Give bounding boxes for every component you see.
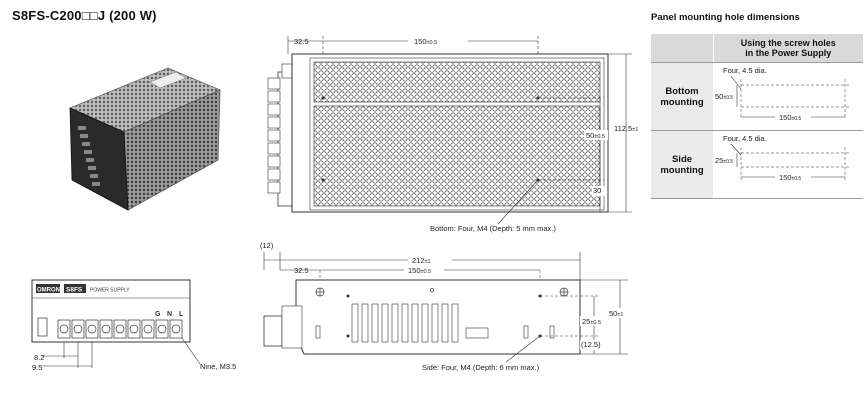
- side-view-note: Side: Four, M4 (Depth: 6 mm max.): [422, 363, 540, 372]
- top-dim-bottom: 30: [593, 186, 601, 195]
- front-view-drawing: OMRON S8FS POWER SUPPLY G N L 8.2 9.5 Ni…: [31, 279, 236, 372]
- side-dim-h: 150±0.5: [779, 173, 801, 182]
- top-view-drawing: 32.5 150±0.5 112.5±1 50±0.5 30 Bottom: F…: [267, 34, 638, 233]
- top-dim-height: 112.5±1: [614, 124, 638, 133]
- front-label: POWER SUPPLY: [90, 288, 130, 294]
- top-dim-left: 32.5: [294, 37, 309, 46]
- bottom-mount-diagram: Four, 4.5 dia. 50±0.5 150±0.5: [715, 66, 851, 122]
- side-hole-note: Four, 4.5 dia.: [723, 134, 767, 143]
- side-mount-diagram: Four, 4.5 dia. 25±0.5 150±0.5: [715, 134, 851, 182]
- svg-text:G: G: [155, 311, 161, 318]
- side-dim-height: 50±1: [609, 309, 623, 318]
- side-dim-left: 32.5: [294, 266, 309, 275]
- product-photo: [68, 67, 222, 211]
- panel-title: Panel mounting hole dimensions: [651, 12, 800, 23]
- brand-logo: OMRON: [37, 288, 60, 294]
- top-dim-width: 150±0.5: [414, 37, 437, 46]
- side-dim-v: 25±0.5: [715, 156, 733, 165]
- top-view-note: Bottom: Four, M4 (Depth: 5 mm max.): [430, 224, 556, 233]
- bottom-dim-h: 150±0.5: [779, 113, 801, 122]
- front-dim-b: 9.5: [32, 363, 42, 372]
- page-title: S8FS-C200□□J (200 W): [12, 8, 157, 23]
- svg-text:N: N: [167, 311, 172, 318]
- side-dim-bottom: (12.5): [581, 340, 601, 349]
- model-logo: S8FS: [66, 287, 83, 294]
- bottom-mount-diagram-cell: Four, 4.5 dia. 50±0.5 150±0.5: [713, 62, 863, 131]
- svg-text:L: L: [179, 311, 184, 318]
- side-dim-mid: 25±0.5: [582, 317, 601, 326]
- side-dim-width: 150±0.5: [408, 266, 431, 275]
- side-mount-diagram-cell: Four, 4.5 dia. 25±0.5 150±0.5: [713, 130, 863, 199]
- bottom-hole-note: Four, 4.5 dia.: [723, 66, 767, 75]
- side-dim-offset: (12): [260, 241, 274, 250]
- terminal-note: Nine, M3.5: [200, 362, 236, 371]
- side-view-drawing: (12) 212±1 32.5 150±0.5 50±1 25±0.5 (12.…: [260, 241, 630, 372]
- side-dim-total: 212±1: [412, 256, 431, 265]
- front-dim-a: 8.2: [34, 353, 44, 362]
- bottom-dim-v: 50±0.5: [715, 92, 733, 101]
- table-corner: [651, 34, 714, 63]
- top-dim-mid: 50±0.5: [586, 131, 605, 140]
